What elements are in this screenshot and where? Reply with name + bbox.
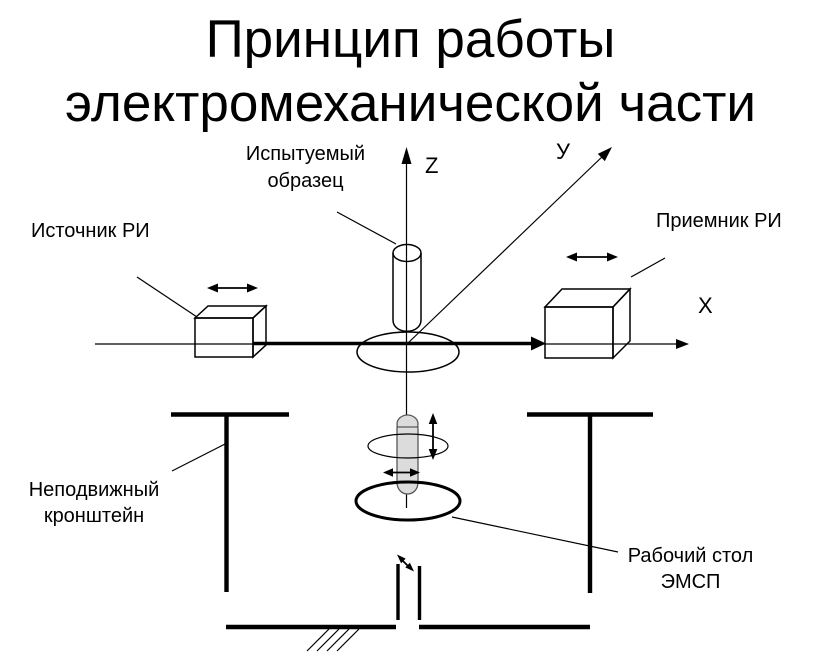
receiver-motion-arrow-icon <box>566 252 618 262</box>
worktable-ellipse <box>354 480 462 522</box>
page-title: Принцип работы электромеханической части <box>0 8 821 136</box>
xray-beam-arrow <box>253 336 546 351</box>
label-worktable-line2: ЭМСП <box>660 571 721 593</box>
label-bracket-line2: кронштейн <box>43 505 145 527</box>
y-axis <box>406 147 612 345</box>
label-bracket-line1: Неподвижный <box>28 479 160 501</box>
label-specimen: Испытуемый образец <box>228 141 383 195</box>
specimen-cylinder <box>392 243 422 332</box>
spindle-vertical-arrow-icon <box>428 413 438 460</box>
label-receiver: Приемник РИ <box>656 210 782 232</box>
page-title-line1: Принцип работы <box>205 10 616 69</box>
label-source: Источник РИ <box>31 220 150 242</box>
x-axis-label: Х <box>698 293 713 318</box>
origin-ellipse <box>356 331 460 373</box>
slot-motion-arrow-icon <box>397 554 414 572</box>
label-specimen-line1: Испытуемый <box>245 143 366 165</box>
page-title-line2: электромеханической части <box>65 74 756 133</box>
left-bracket <box>171 412 289 592</box>
leader-line-bracket <box>171 442 228 472</box>
label-worktable: Рабочий стол ЭМСП <box>613 543 768 595</box>
right-bracket <box>527 412 653 593</box>
leader-line-worktable <box>451 516 619 553</box>
y-axis-label: У <box>556 139 570 164</box>
source-motion-arrow-icon <box>207 283 258 293</box>
z-axis-label: Z <box>425 153 439 178</box>
leader-line-source <box>136 276 198 318</box>
spindle-horizontal-arrow-icon <box>383 468 420 477</box>
leader-line-receiver <box>630 257 666 278</box>
label-bracket: Неподвижный кронштейн <box>18 477 170 529</box>
source-box <box>193 304 268 359</box>
receiver-box <box>543 287 632 360</box>
rotation-ellipse <box>367 433 449 459</box>
label-worktable-line1: Рабочий стол <box>627 545 754 567</box>
label-specimen-line2: образец <box>267 170 344 192</box>
slot-channel <box>396 564 422 620</box>
leader-line-specimen <box>336 211 397 245</box>
ground-hatching <box>306 628 360 652</box>
spindle <box>396 414 419 495</box>
